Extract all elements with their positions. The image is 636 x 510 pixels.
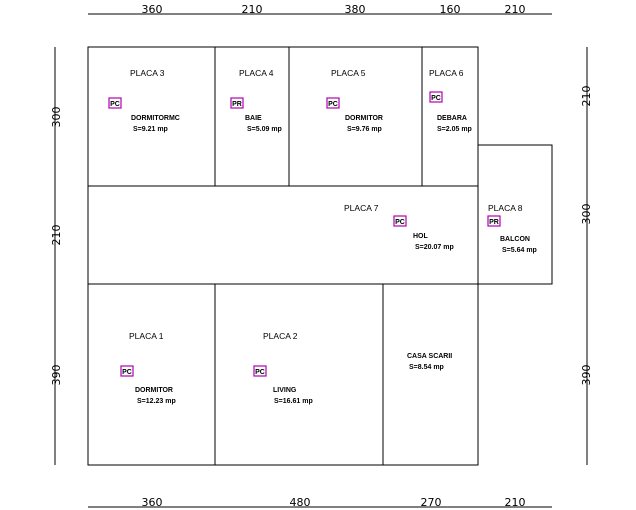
room-5-tag: PC <box>328 101 338 108</box>
dimension-lines <box>54 13 588 508</box>
left-dimensions: 300 210 390 <box>50 107 63 386</box>
dim-left-3: 390 <box>50 365 63 386</box>
dim-left-2: 210 <box>50 225 63 246</box>
room-2-name: LIVING <box>273 387 297 394</box>
dim-left-1: 300 <box>50 107 63 128</box>
room-8-name: BALCON <box>500 236 530 243</box>
room-tags: PC PR PC PC PC PR PC PC <box>108 91 501 377</box>
room-1-name: DORMITOR <box>135 387 173 394</box>
bottom-dimensions: 360 480 270 210 <box>142 496 526 509</box>
right-dimensions: 210 300 390 <box>580 86 593 386</box>
plate-8-label: PLACA 8 <box>488 203 523 213</box>
room-4-name: BAIE <box>245 115 262 122</box>
room-tag-3: PC <box>108 97 122 109</box>
room-tag-4: PR <box>230 97 244 109</box>
top-dimensions: 360 210 380 160 210 <box>142 3 526 16</box>
pc-tag-icon <box>108 97 122 109</box>
dim-bottom-3: 270 <box>421 496 442 509</box>
plate-6-label: PLACA 6 <box>429 68 464 78</box>
room-labels: DORMITORMC S=9.21 mp BAIE S=5.09 mp DORM… <box>131 115 537 405</box>
dim-bottom-1: 360 <box>142 496 163 509</box>
dim-top-2: 210 <box>242 3 263 16</box>
plate-outlines <box>87 46 553 466</box>
room-tag-8: PR <box>487 215 501 227</box>
room-3-area: S=9.21 mp <box>133 126 168 133</box>
dim-top-4: 160 <box>440 3 461 16</box>
plate-2-label: PLACA 2 <box>263 331 298 341</box>
plate-7-label: PLACA 7 <box>344 203 379 213</box>
pr-tag-icon <box>487 215 501 227</box>
room-4-tag: PR <box>232 101 242 108</box>
room-8-area: S=5.64 mp <box>502 247 537 254</box>
pc-tag-icon <box>253 365 267 377</box>
dim-right-1: 210 <box>580 86 593 107</box>
room-tag-5: PC <box>326 97 340 109</box>
dim-top-1: 360 <box>142 3 163 16</box>
pc-tag-icon <box>393 215 407 227</box>
plate-5-label: PLACA 5 <box>331 68 366 78</box>
room-6-tag: PC <box>431 95 441 102</box>
room-1-tag: PC <box>122 369 132 376</box>
room-7-name: HOL <box>413 233 429 240</box>
room-6-area: S=2.05 mp <box>437 126 472 133</box>
room-tag-1: PC <box>120 365 134 377</box>
room-5-name: DORMITOR <box>345 115 383 122</box>
balcony-outline <box>477 144 553 285</box>
room-5-area: S=9.76 mp <box>347 126 382 133</box>
dim-right-3: 390 <box>580 365 593 386</box>
dim-bottom-2: 480 <box>290 496 311 509</box>
room-8-tag: PR <box>489 219 499 226</box>
pr-tag-icon <box>230 97 244 109</box>
pc-tag-icon <box>429 91 443 103</box>
room-7-area: S=20.07 mp <box>415 244 454 251</box>
dim-top-3: 380 <box>345 3 366 16</box>
room-9-area: S=8.54 mp <box>409 364 444 371</box>
room-tag-6: PC <box>429 91 443 103</box>
room-2-tag: PC <box>255 369 265 376</box>
room-9-name: CASA SCARII <box>407 353 452 360</box>
room-6-name: DEBARA <box>437 115 467 122</box>
room-4-area: S=5.09 mp <box>247 126 282 133</box>
dim-top-5: 210 <box>505 3 526 16</box>
room-2-area: S=16.61 mp <box>274 398 313 405</box>
room-tag-2: PC <box>253 365 267 377</box>
dim-bottom-4: 210 <box>505 496 526 509</box>
dim-right-2: 300 <box>580 204 593 225</box>
pc-tag-icon <box>120 365 134 377</box>
plate-labels: PLACA 3 PLACA 4 PLACA 5 PLACA 6 PLACA 7 … <box>129 68 523 341</box>
room-tag-7: PC <box>393 215 407 227</box>
room-7-tag: PC <box>395 219 405 226</box>
room-3-name: DORMITORMC <box>131 115 180 122</box>
plate-3-label: PLACA 3 <box>130 68 165 78</box>
room-3-tag: PC <box>110 101 120 108</box>
plate-1-label: PLACA 1 <box>129 331 164 341</box>
room-1-area: S=12.23 mp <box>137 398 176 405</box>
plate-4-label: PLACA 4 <box>239 68 274 78</box>
pc-tag-icon <box>326 97 340 109</box>
